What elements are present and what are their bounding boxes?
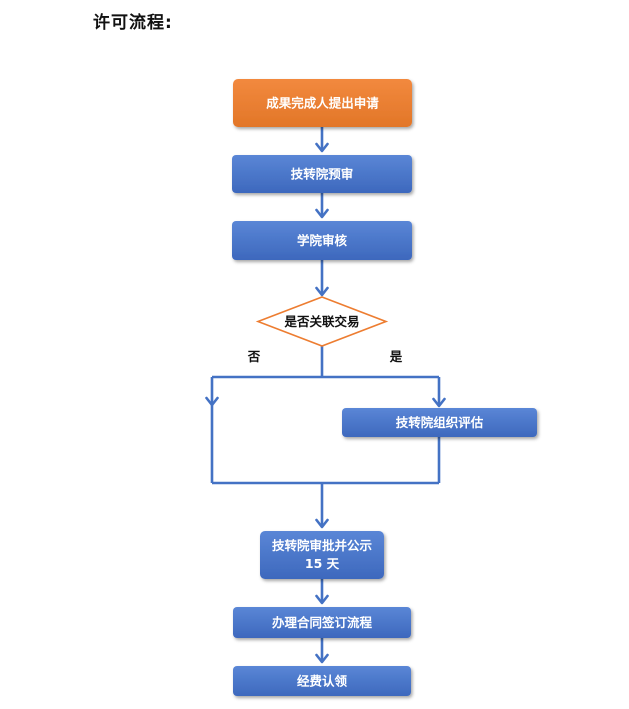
node-pre-review-label: 技转院预审 [291, 167, 354, 182]
node-decision-label: 是否关联交易 [283, 314, 359, 329]
connector-college-to-decision [315, 260, 329, 297]
node-college-review: 学院审核 [232, 221, 412, 260]
node-approval-label-line2: 15 天 [305, 556, 340, 571]
branch-no-label: 否 [247, 349, 261, 364]
node-pre-review: 技转院预审 [232, 155, 412, 193]
node-contract: 办理合同签订流程 [233, 607, 411, 638]
node-evaluation: 技转院组织评估 [342, 408, 537, 437]
connector-branch-yes [432, 377, 446, 408]
node-start: 成果完成人提出申请 [233, 79, 412, 127]
node-approval: 技转院审批并公示 15 天 [260, 531, 384, 579]
node-contract-label: 办理合同签订流程 [272, 615, 373, 630]
node-decision: 是否关联交易 [255, 296, 389, 347]
node-college-review-label: 学院审核 [297, 233, 348, 248]
page-title: 许可流程: [93, 13, 173, 33]
connector-branch-no [205, 377, 219, 483]
connector-contract-to-funds [315, 638, 329, 664]
connector-decision-split [212, 346, 439, 379]
node-funds: 经费认领 [233, 666, 411, 696]
connector-prereview-to-college [315, 193, 329, 219]
node-approval-label-line1: 技转院审批并公示 [272, 538, 373, 553]
connector-start-to-prereview [315, 127, 329, 153]
connector-merge-to-approval [315, 483, 329, 529]
connector-approval-to-contract [315, 579, 329, 605]
node-evaluation-label: 技转院组织评估 [396, 415, 484, 430]
branch-yes-label: 是 [389, 349, 403, 364]
node-start-label: 成果完成人提出申请 [266, 96, 379, 111]
node-funds-label: 经费认领 [297, 674, 348, 689]
connector-evaluation-merge [212, 437, 441, 485]
